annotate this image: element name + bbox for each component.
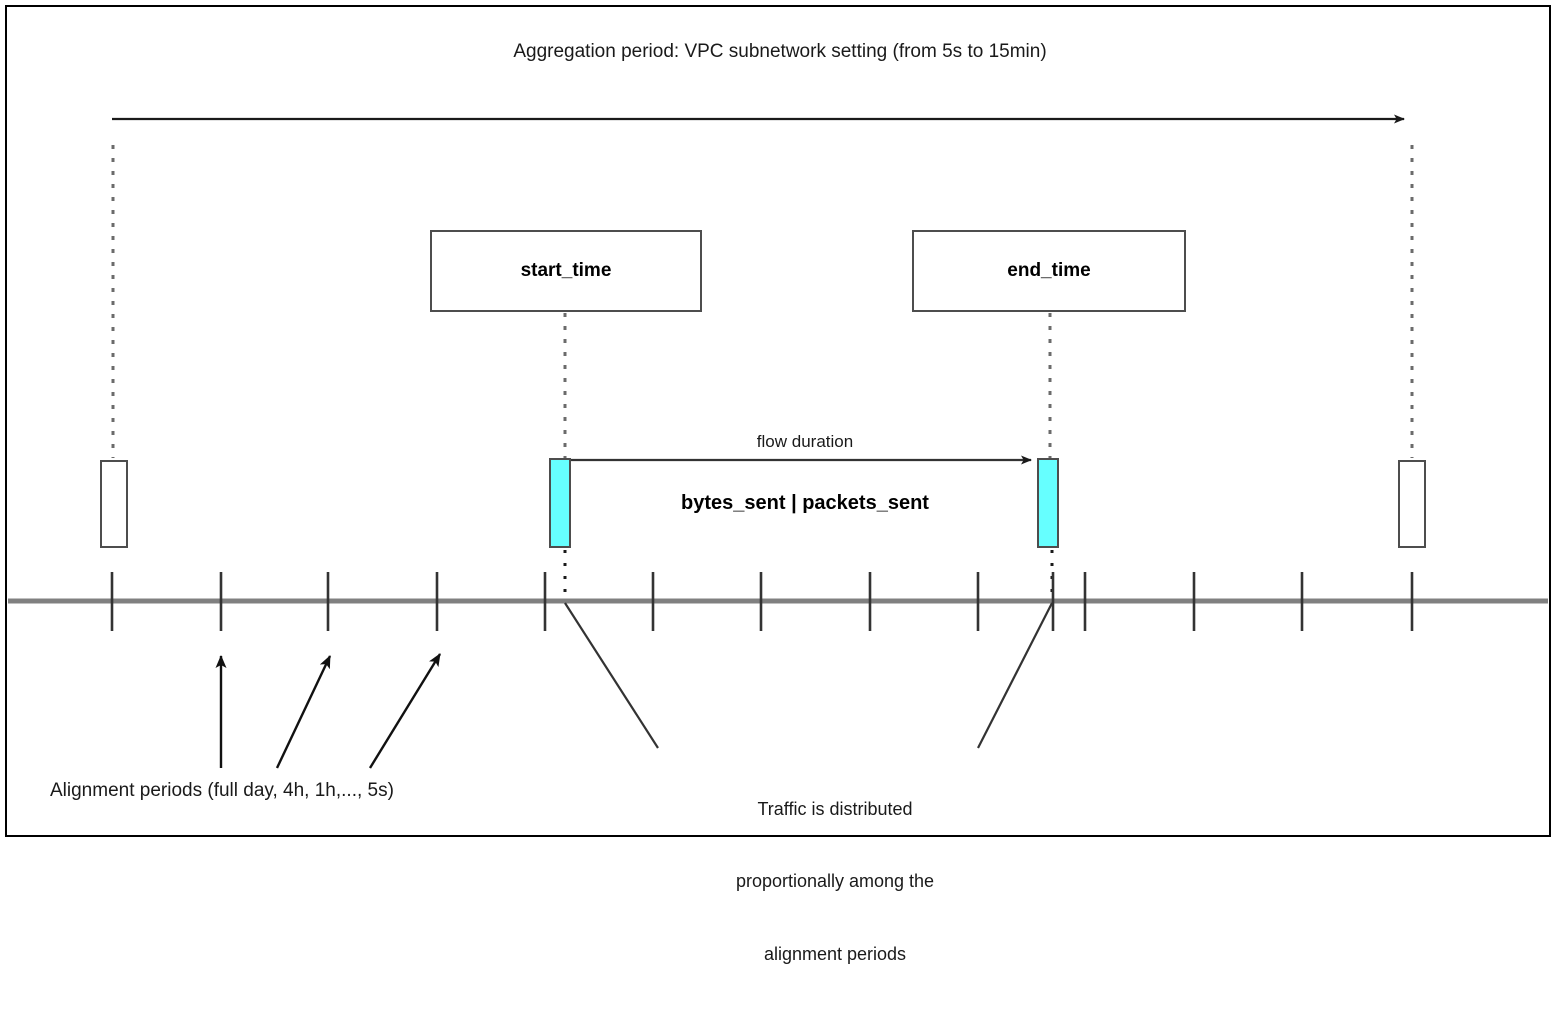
diagram-title: Aggregation period: VPC subnetwork setti… (513, 41, 1047, 62)
aggregation-end-marker (1398, 460, 1426, 548)
aggregation-start-marker (100, 460, 128, 548)
alignment-periods-caption: Alignment periods (full day, 4h, 1h,...,… (50, 780, 394, 801)
flow-start-bar (549, 458, 571, 548)
diagram-frame (5, 5, 1551, 837)
start-time-node: start_time (430, 230, 702, 312)
end-time-node: end_time (912, 230, 1186, 312)
traffic-note-line-2: proportionally among the (735, 871, 935, 892)
start-time-label: start_time (520, 260, 612, 281)
flow-end-bar (1037, 458, 1059, 548)
traffic-note-line-1: Traffic is distributed (757, 798, 913, 819)
flow-duration-label: flow duration (756, 432, 854, 451)
flow-logs-diagram: Aggregation period: VPC subnetwork setti… (5, 5, 1551, 965)
traffic-note-line-3: alignment periods (763, 944, 907, 965)
traffic-distribution-note: Traffic is distributed proportionally am… (680, 748, 990, 1015)
end-time-label: end_time (1007, 260, 1091, 281)
flow-metrics-label: bytes_sent | packets_sent (681, 492, 929, 514)
